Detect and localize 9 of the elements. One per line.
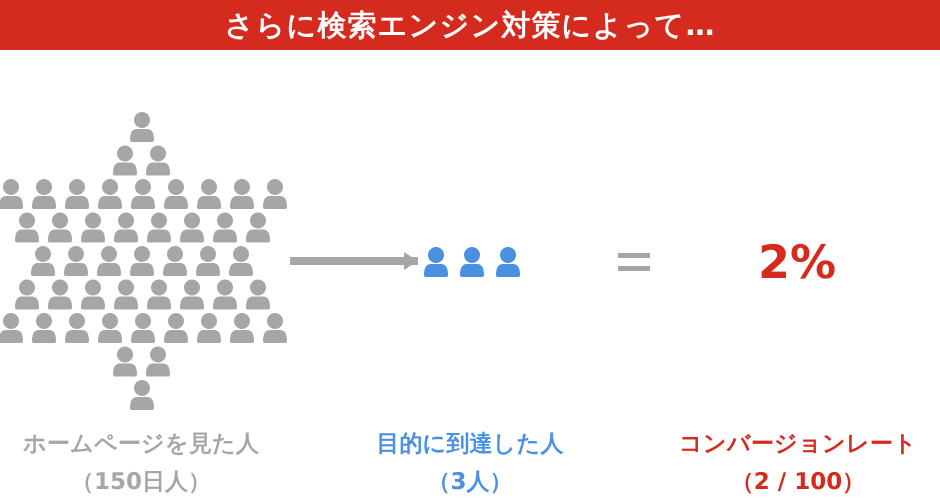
title-banner: さらに検索エンジン対策によって… [0, 0, 940, 50]
caption: 目的に到達した人 [376, 431, 564, 457]
caption: コンバージョンレート [679, 431, 917, 457]
arrow [290, 252, 418, 270]
caption: （3人） [427, 469, 512, 495]
conversion-rate-value: 2% [758, 235, 836, 289]
caption: ホームページを見た人 [23, 431, 259, 457]
caption: （2 / 100） [730, 469, 866, 495]
caption: （150日人） [70, 469, 211, 495]
